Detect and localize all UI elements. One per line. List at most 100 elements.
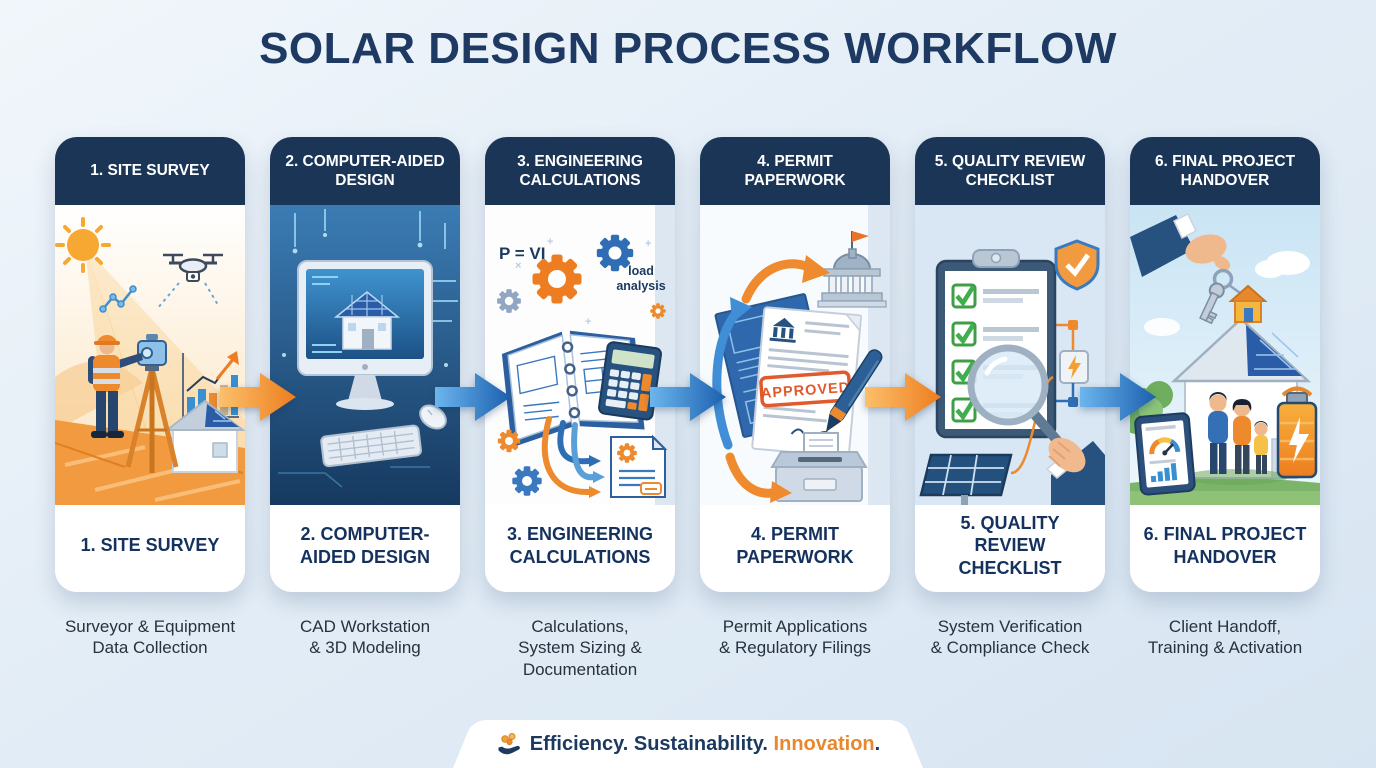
step-header: 3. ENGINEERING CALCULATIONS	[485, 137, 675, 205]
step-label: 6. FINAL PROJECT HANDOVER	[1130, 505, 1320, 592]
flow-arrow-5-blue	[1080, 369, 1156, 425]
final-handover-illustration	[1130, 205, 1320, 505]
drone-icon	[163, 253, 223, 282]
step-card-site-survey: 1. SITE SURVEY	[55, 137, 245, 592]
battery-bolt-icon	[1289, 417, 1309, 463]
step-description-1: Surveyor & Equipment Data Collection	[64, 617, 236, 658]
flow-arrow-1-orange	[220, 369, 296, 425]
shield-check-icon	[1054, 239, 1100, 291]
step-description-2: CAD Workstation & 3D Modeling	[299, 617, 431, 658]
flow-arrow-3-blue	[650, 369, 726, 425]
sun-icon	[55, 217, 111, 273]
step-label: 1. SITE SURVEY	[55, 505, 245, 592]
step-description-5: System Verification & Compliance Check	[930, 617, 1090, 658]
gear-icon-gray	[492, 284, 526, 318]
quality-review-illustration	[915, 205, 1105, 505]
formula-text: P = VI	[499, 244, 545, 263]
step-label-text: 4. PERMIT PAPERWORK	[736, 524, 854, 567]
energy-flow-diagram	[1053, 320, 1089, 407]
lightning-bolt-icon	[1068, 355, 1081, 379]
approved-stamp: APPROVED	[759, 370, 852, 408]
government-building-icon	[817, 231, 887, 308]
step-header-text: 6. FINAL PROJECT HANDOVER	[1154, 152, 1296, 189]
pen-icon	[826, 349, 883, 432]
child-figure	[1254, 421, 1268, 474]
load-analysis-text-2: analysis	[616, 279, 665, 293]
step-label: 4. PERMIT PAPERWORK	[700, 505, 890, 592]
step-description-6: Client Handoff, Training & Activation	[1147, 617, 1303, 658]
step-descriptions-row: Surveyor & Equipment Data Collection CAD…	[55, 616, 1320, 680]
gear-icon-bottom-orange	[493, 425, 525, 457]
document-building-glyph	[769, 317, 796, 343]
step-label: 2. COMPUTER-AIDED DESIGN	[270, 505, 460, 592]
step-header: 2. COMPUTER-AIDED DESIGN	[270, 137, 460, 205]
step-header-text: 2. COMPUTER-AIDED DESIGN	[285, 152, 445, 189]
step-header-text: 4. PERMIT PAPERWORK	[744, 152, 846, 189]
monitor-icon	[297, 260, 433, 410]
step-label-text: 3. ENGINEERING CALCULATIONS	[506, 524, 654, 567]
banner-shape	[453, 720, 923, 768]
engineering-calculations-illustration: P = VI +++×	[485, 205, 675, 505]
flow-arrows	[541, 416, 605, 498]
gear-icon-orange-large	[522, 244, 592, 314]
gear-icon-small-orange	[647, 300, 669, 322]
step-card-permit-paperwork: 4. PERMIT PAPERWORK	[700, 137, 890, 592]
survey-data-points	[99, 285, 137, 313]
workflow-cards-row: 1. SITE SURVEY	[55, 137, 1320, 592]
cloud-icon	[1144, 251, 1310, 336]
step-header: 5. QUALITY REVIEW CHECKLIST	[915, 137, 1105, 205]
step-label: 5. QUALITY REVIEW CHECKLIST	[915, 505, 1105, 592]
step-label-text: 2. COMPUTER-AIDED DESIGN	[299, 524, 431, 567]
gear-icon-blue	[589, 227, 641, 279]
submission-box-icon	[770, 432, 868, 502]
mouse-icon	[419, 404, 447, 430]
flow-arrow-2-blue	[435, 369, 511, 425]
keyboard-icon	[320, 424, 423, 468]
solar-panel-icon	[919, 375, 1054, 505]
man-figure	[1208, 392, 1228, 474]
step-header-text: 1. SITE SURVEY	[90, 162, 210, 180]
step-header-text: 5. QUALITY REVIEW CHECKLIST	[934, 152, 1086, 189]
gear-icon-bottom-blue	[506, 460, 548, 502]
battery-icon	[1276, 386, 1318, 479]
tagline-part-2: Innovation	[773, 732, 875, 755]
key-house-keychain	[1199, 268, 1268, 325]
step-label-text: 6. FINAL PROJECT HANDOVER	[1143, 524, 1307, 567]
step-header: 1. SITE SURVEY	[55, 137, 245, 205]
cad-house-model	[333, 291, 401, 350]
footer-banner: Efficiency. Sustainability. Innovation.	[453, 720, 923, 768]
svg-text:+: +	[547, 236, 553, 248]
step-header: 4. PERMIT PAPERWORK	[700, 137, 890, 205]
approved-stamp-text: APPROVED	[760, 380, 850, 402]
step-description-3: Calculations, System Sizing & Documentat…	[518, 617, 642, 679]
permit-paperwork-illustration: APPROVED	[700, 205, 890, 505]
svg-text:+: +	[585, 316, 591, 328]
step-card-final-handover: 6. FINAL PROJECT HANDOVER	[1130, 137, 1320, 592]
surveyor-figure	[88, 335, 143, 438]
spec-document-icon	[610, 434, 668, 498]
step-description-4: Permit Applications & Regulatory Filings	[718, 617, 872, 658]
svg-text:×: ×	[515, 260, 521, 272]
step-header: 6. FINAL PROJECT HANDOVER	[1130, 137, 1320, 205]
step-label-text: 5. QUALITY REVIEW CHECKLIST	[958, 512, 1062, 578]
process-arrows	[712, 255, 830, 503]
footer-tagline: Efficiency. Sustainability. Innovation.	[530, 733, 880, 756]
tagline-part-1: Efficiency. Sustainability.	[529, 732, 774, 755]
hand-coins-icon	[496, 731, 522, 757]
step-card-cad-design: 2. COMPUTER-AIDED DESIGN	[270, 137, 460, 592]
tripod-total-station	[125, 334, 179, 473]
calculator-icon	[598, 341, 662, 421]
step-header-text: 3. ENGINEERING CALCULATIONS	[517, 152, 643, 189]
woman-figure	[1232, 399, 1252, 474]
handover-hand-keys	[1130, 212, 1268, 325]
magnifier-icon	[967, 344, 1066, 450]
tagline-part-3: .	[874, 732, 881, 755]
flow-arrow-4-orange	[865, 369, 941, 425]
step-card-quality-review: 5. QUALITY REVIEW CHECKLIST	[915, 137, 1105, 592]
step-label-text: 1. SITE SURVEY	[80, 535, 220, 556]
inspector-hand	[1045, 437, 1105, 505]
page-title: SOLAR DESIGN PROCESS WORKFLOW	[259, 24, 1117, 73]
family-figures	[1208, 392, 1268, 474]
tablet-gauge-icon	[1134, 412, 1196, 496]
step-card-engineering-calculations: 3. ENGINEERING CALCULATIONS P = VI +++×	[485, 137, 675, 592]
